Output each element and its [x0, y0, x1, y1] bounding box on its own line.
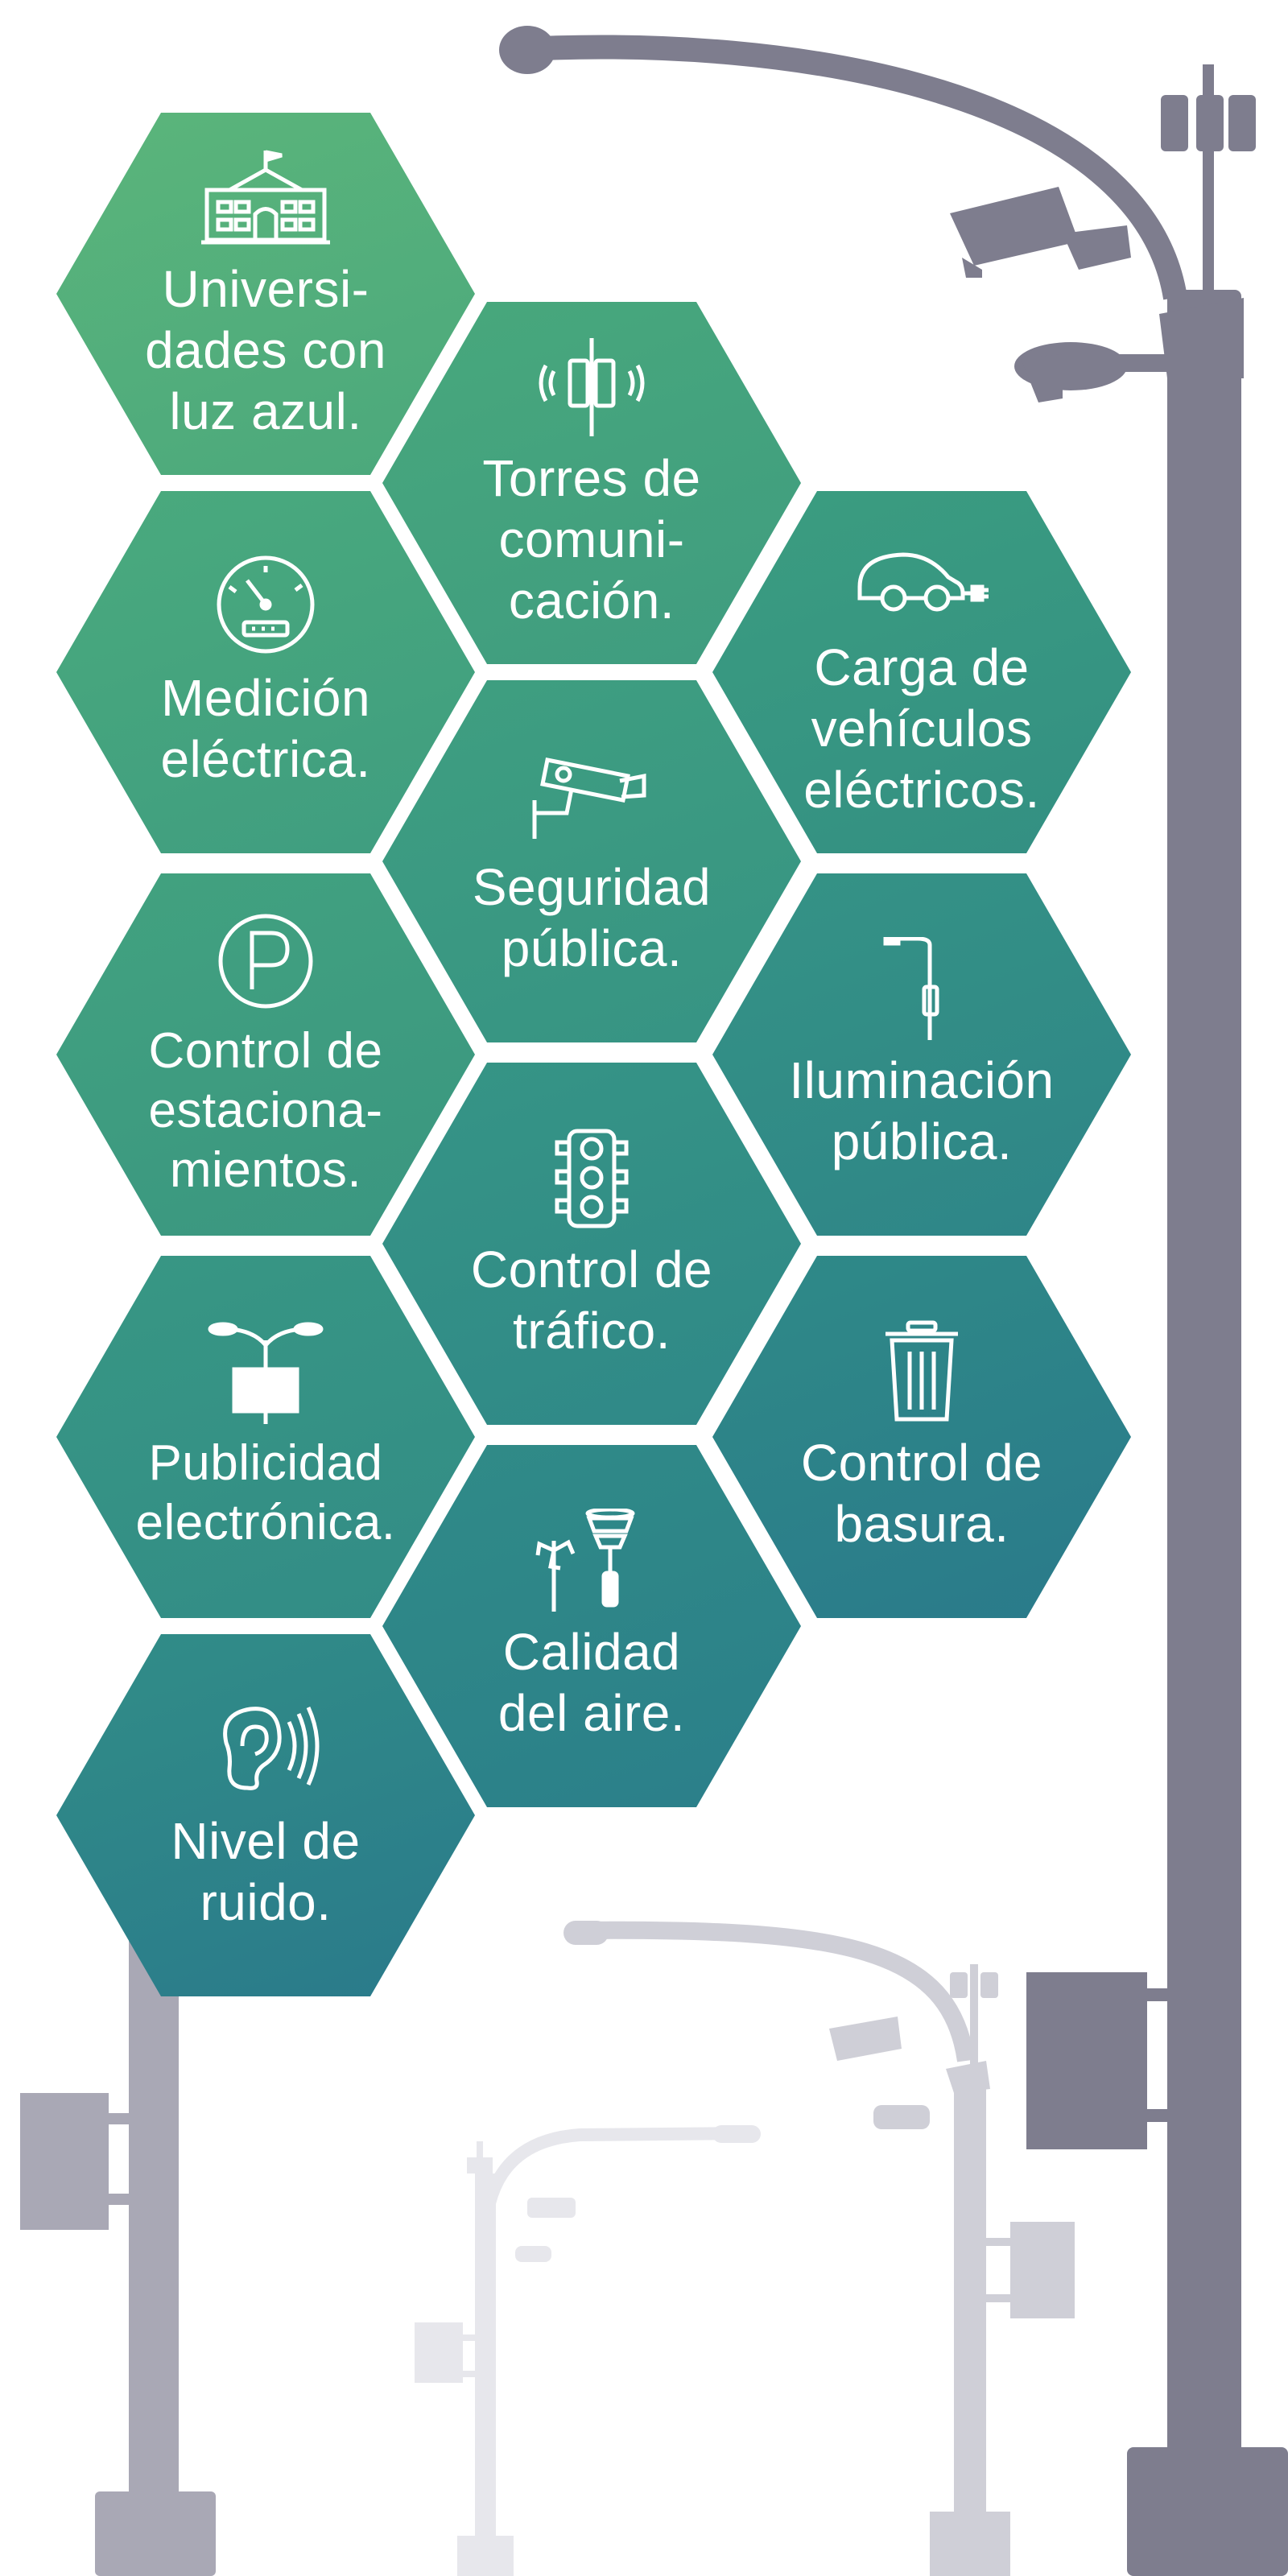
hex-label: Control de basura.: [800, 1434, 1043, 1553]
communication-tower-icon: [539, 338, 645, 436]
main-dark-pole: [499, 26, 1288, 2576]
billboard-lamp-icon: [208, 1322, 324, 1424]
hex-label: Seguridad pública.: [472, 858, 712, 977]
hex-seguridad: Seguridad pública.: [382, 680, 801, 1042]
trash-can-icon: [886, 1320, 958, 1422]
electric-meter-icon: [217, 555, 315, 654]
street-light-icon: [883, 937, 939, 1040]
hex-aire: Calidad del aire.: [382, 1445, 801, 1807]
hex-torres: Torres de comuni- cación.: [382, 302, 801, 664]
hex-label: Medición eléctrica.: [160, 669, 371, 788]
security-camera-icon: [532, 758, 646, 839]
hex-label: Calidad del aire.: [497, 1623, 686, 1742]
weather-station-icon: [535, 1509, 635, 1612]
hex-label: Nivel de ruido.: [171, 1812, 361, 1931]
hex-label: Iluminación pública.: [789, 1051, 1055, 1170]
traffic-light-icon: [555, 1129, 629, 1228]
university-building-icon: [201, 150, 330, 245]
hex-label: Control de tráfico.: [470, 1241, 713, 1360]
parking-icon: [218, 914, 313, 1009]
ear-sound-icon: [223, 1706, 320, 1790]
hex-label: Carga de vehículos eléctricos.: [803, 638, 1040, 819]
hex-label: Torres de comuni- cación.: [482, 449, 701, 630]
hex-label: Control de estaciona- mientos.: [148, 1023, 383, 1198]
hex-label: Universi- dades con luz azul.: [145, 260, 386, 440]
electric-car-charging-icon: [857, 552, 989, 612]
hex-label: Publicidad electrónica.: [135, 1435, 396, 1550]
hex-trafico: Control de tráfico.: [382, 1063, 801, 1425]
medium-light-pole: [564, 1921, 1075, 2576]
small-faint-pole: [415, 2125, 761, 2576]
